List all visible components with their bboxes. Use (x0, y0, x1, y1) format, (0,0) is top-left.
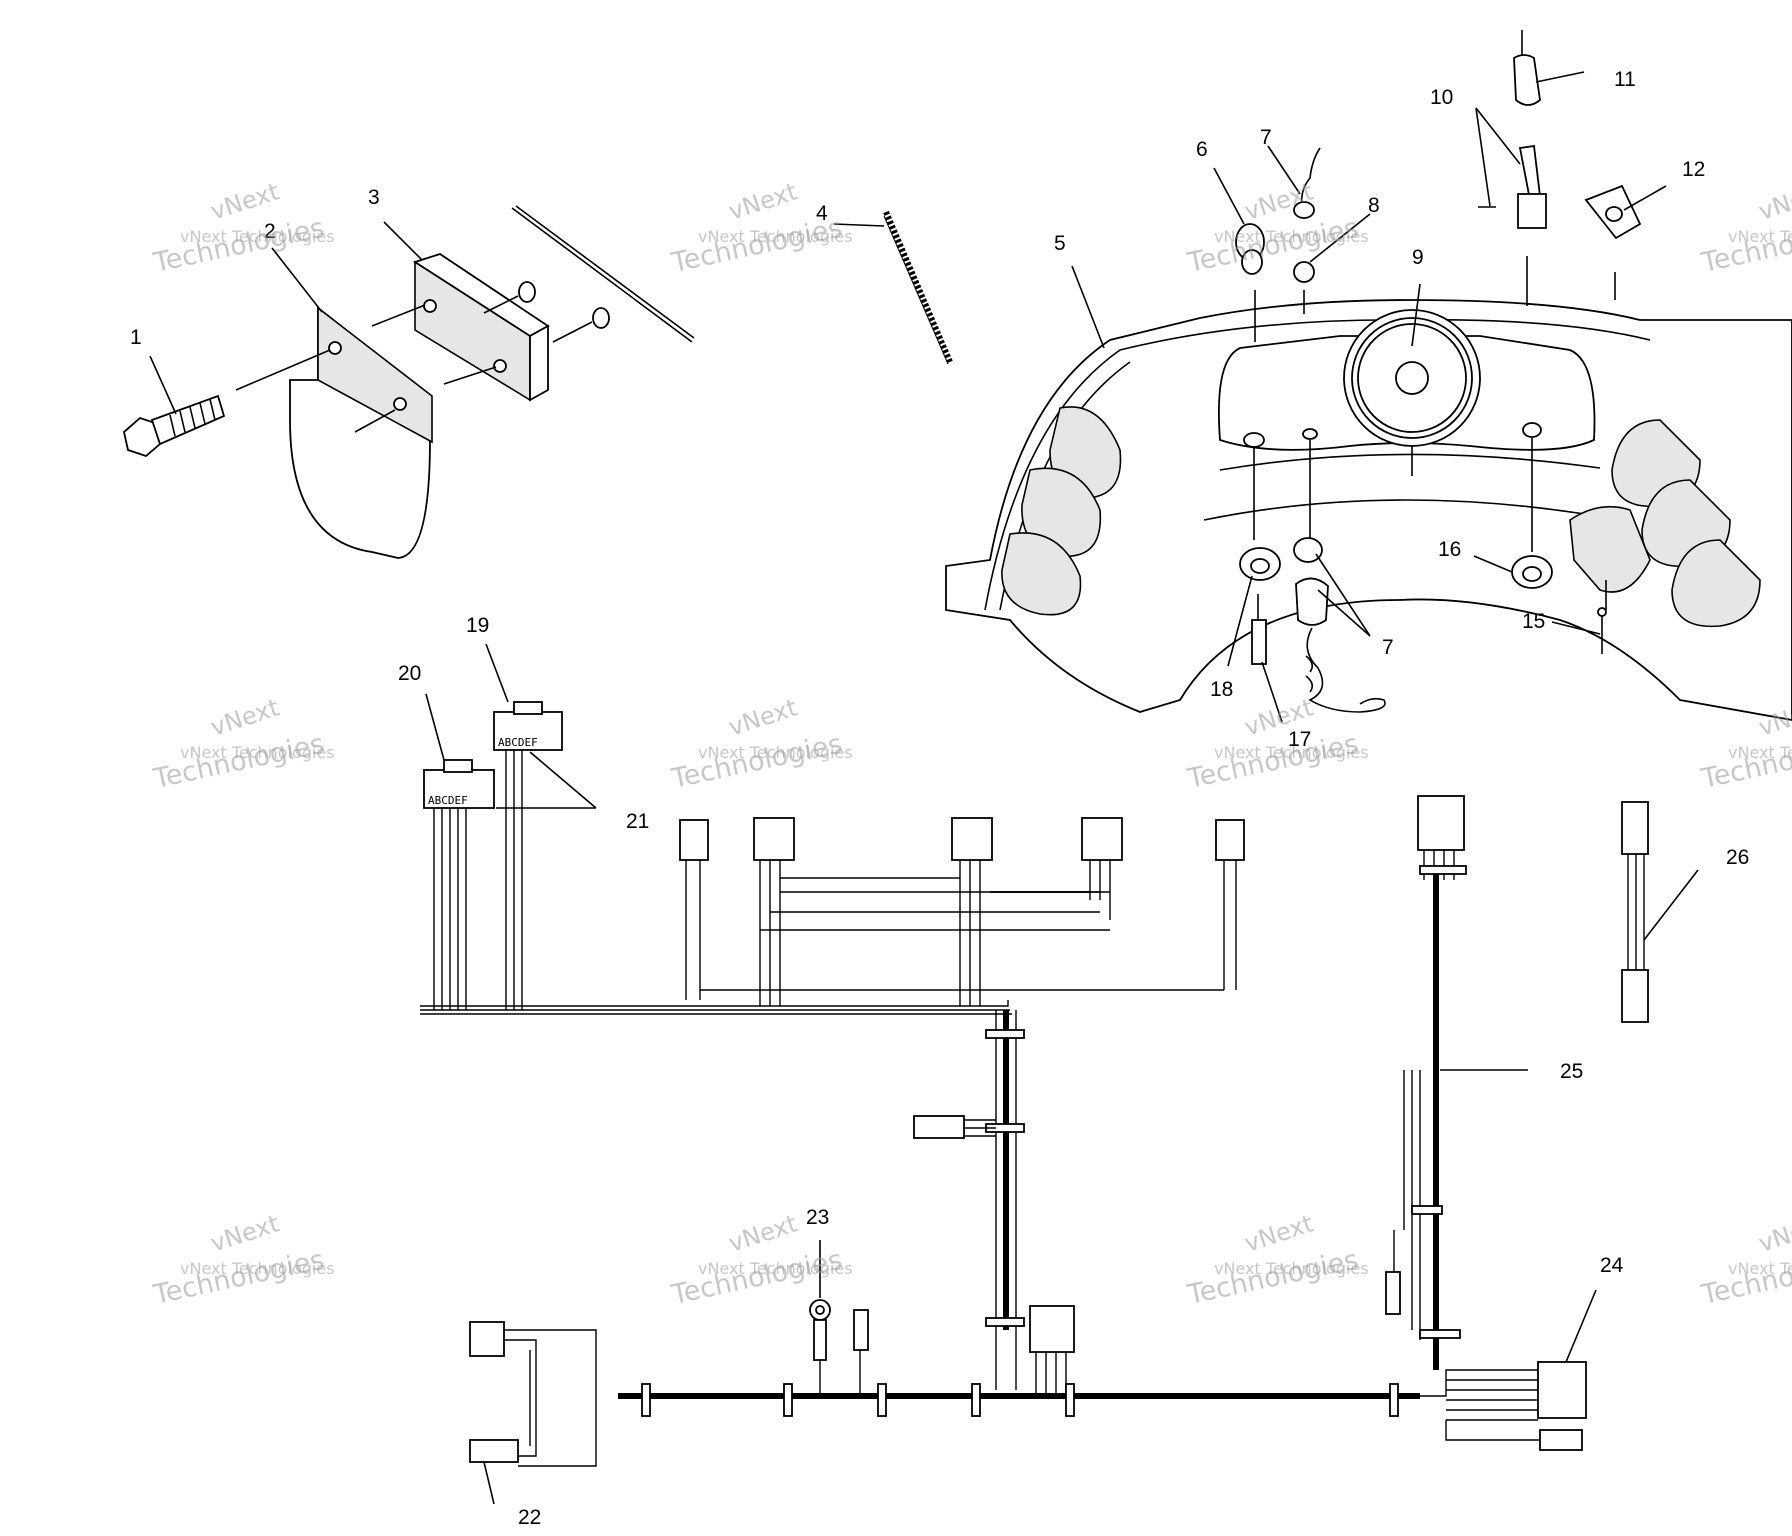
callout-17: 17 (1288, 728, 1311, 751)
callout-4: 4 (816, 202, 828, 225)
watermark-line3: Technologies (1184, 1244, 1361, 1311)
callout-26: 26 (1726, 846, 1749, 869)
connector-20-pins: ABCDEF (428, 794, 468, 807)
watermark-line1: vNext (725, 1209, 800, 1257)
part-11-knob (1513, 30, 1541, 106)
harness-21-connectors (679, 817, 1245, 861)
connector-19-pins: ABCDEF (498, 736, 538, 749)
callout-20: 20 (398, 662, 421, 685)
part-10-toggle (1478, 144, 1547, 229)
watermark-line3: Technologies (1698, 212, 1792, 279)
connector-19: ABCDEF (493, 701, 563, 751)
watermark-line1: vNext (1755, 1209, 1792, 1257)
watermark-line2: vNext Technologies (1214, 743, 1369, 762)
watermark-line2: vNext Technologies (1214, 1259, 1369, 1278)
callout-18: 18 (1210, 678, 1233, 701)
callout-23: 23 (806, 1206, 829, 1229)
watermark-line1: vNext (207, 177, 282, 225)
callout-3: 3 (368, 186, 380, 209)
part-4-rod (883, 210, 953, 365)
watermark-line3: Technologies (668, 728, 845, 795)
part-3-block (371, 205, 695, 402)
part-17-lanyard (1293, 537, 1386, 713)
watermark-line3: Technologies (668, 212, 845, 279)
part-12-bracket (1584, 184, 1642, 240)
callout-19: 19 (466, 614, 489, 637)
watermark-line3: Technologies (150, 212, 327, 279)
watermark-line2: vNext Technologies (1728, 1259, 1792, 1278)
callout-24: 24 (1600, 1254, 1624, 1277)
watermark-line1: vNext (207, 693, 282, 741)
watermark-line2: vNext Technologies (180, 227, 335, 246)
watermark-line2: vNext Technologies (180, 1259, 335, 1278)
callout-21: 21 (626, 810, 649, 833)
part-15-clip (1597, 607, 1607, 654)
watermark-line2: vNext Technologies (1214, 227, 1369, 246)
watermark-line3: Technologies (1698, 728, 1792, 795)
watermark-line2: vNext Technologies (1728, 227, 1792, 246)
watermark-line1: vNext (1241, 1209, 1316, 1257)
watermark-line2: vNext Technologies (180, 743, 335, 762)
watermark-line3: Technologies (1184, 728, 1361, 795)
callout-10: 10 (1430, 86, 1453, 109)
part-16-bezel (1511, 555, 1553, 589)
watermark-line3: Technologies (1698, 1244, 1792, 1311)
watermark-line2: vNext Technologies (698, 1259, 853, 1278)
callout-11: 11 (1614, 68, 1636, 91)
watermark-line2: vNext Technologies (1728, 743, 1792, 762)
watermark-line3: Technologies (150, 728, 327, 795)
callout-labels: 1 2 3 4 5 6 7 8 9 10 11 12 15 16 7 18 17… (130, 68, 1749, 1529)
callout-5: 5 (1054, 232, 1066, 255)
connector-20: ABCDEF (423, 759, 495, 809)
part-7-switch (1293, 147, 1321, 219)
watermark-line2: vNext Technologies (698, 227, 853, 246)
leader-lines (149, 71, 1699, 1505)
watermark-line2: vNext Technologies (698, 743, 853, 762)
callout-9: 9 (1412, 246, 1424, 269)
part-2-flap (235, 306, 433, 559)
callout-25: 25 (1560, 1060, 1583, 1083)
part-8-washer (1293, 261, 1315, 283)
part-18-nut (1239, 547, 1281, 665)
watermark-line1: vNext (1755, 177, 1792, 225)
callout-6: 6 (1196, 138, 1208, 161)
harness-wiring (420, 750, 1649, 1467)
part-6-nut (1235, 223, 1265, 275)
watermark-line3: Technologies (1184, 212, 1361, 279)
callout-1: 1 (130, 326, 142, 349)
callout-12: 12 (1682, 158, 1705, 181)
watermark-line3: Technologies (150, 1244, 327, 1311)
callout-15: 15 (1522, 610, 1545, 633)
watermark-line1: vNext (725, 177, 800, 225)
part-1-bolt (123, 394, 226, 458)
part-5-console (945, 256, 1792, 721)
watermark-line1: vNext (725, 693, 800, 741)
callout-8: 8 (1368, 194, 1380, 217)
callout-22: 22 (518, 1506, 541, 1529)
watermark-line1: vNext (207, 1209, 282, 1257)
callout-16: 16 (1438, 538, 1461, 561)
callout-7-bottom: 7 (1382, 636, 1394, 659)
callout-2: 2 (264, 220, 276, 243)
callout-7-top: 7 (1260, 126, 1272, 149)
